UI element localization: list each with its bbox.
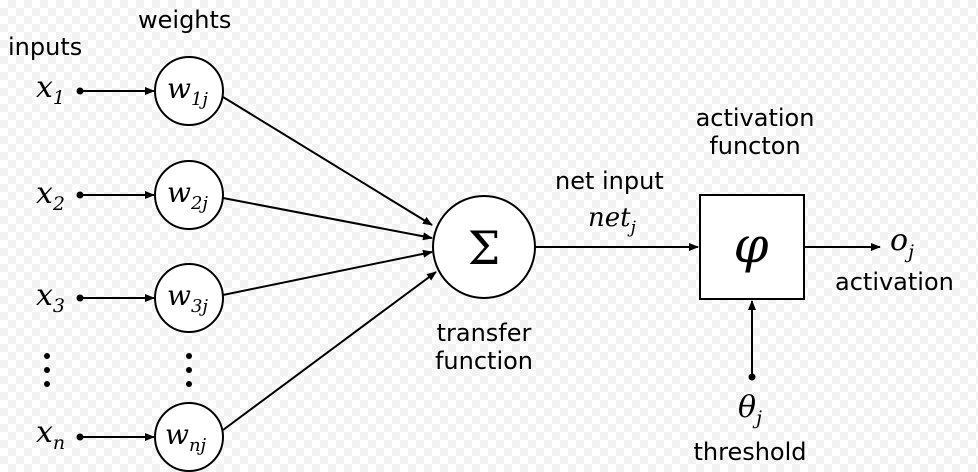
weights-label: weights <box>138 6 231 34</box>
input-x3: x3 <box>36 278 65 317</box>
net-j-label: netj <box>588 203 637 238</box>
summation-node: Σ <box>432 195 536 299</box>
activation-function-box: φ <box>699 194 805 300</box>
svg-text:w3j: w3j <box>167 279 208 317</box>
output-oj: oj <box>890 223 914 263</box>
activation-label: activation <box>835 268 954 296</box>
weight-node-w2j: w2j <box>154 160 224 230</box>
net-input-label: net input <box>555 167 664 195</box>
theta-j: θj <box>738 390 762 429</box>
svg-text:wnj: wnj <box>165 418 207 456</box>
weight-node-wnj: wnj <box>154 402 224 472</box>
weights-ellipsis <box>186 353 192 387</box>
input-xn: xn <box>36 415 65 454</box>
activation-function-label-line2: functon <box>709 132 800 160</box>
sigma-symbol: Σ <box>468 221 501 275</box>
inputs-ellipsis <box>44 353 50 387</box>
weight-to-sum-arrow <box>222 96 433 226</box>
input-x1: x1 <box>36 70 65 109</box>
weight-node-w3j: w3j <box>154 263 224 333</box>
svg-text:w1j: w1j <box>167 72 208 110</box>
transfer-function-label-line1: transfer <box>437 319 532 347</box>
weight-node-w1j: w1j <box>154 56 224 126</box>
svg-text:w2j: w2j <box>167 176 208 214</box>
weight-to-sum-arrow <box>222 197 433 241</box>
activation-function-label-line1: activation <box>696 104 815 132</box>
transfer-function-label-line2: function <box>435 347 533 375</box>
inputs-label: inputs <box>8 33 82 61</box>
input-x2: x2 <box>36 176 65 215</box>
phi-symbol: φ <box>733 216 768 274</box>
threshold-label: threshold <box>693 438 806 466</box>
weight-to-sum-arrow <box>222 249 433 296</box>
weight-to-sum-arrow <box>222 271 437 431</box>
